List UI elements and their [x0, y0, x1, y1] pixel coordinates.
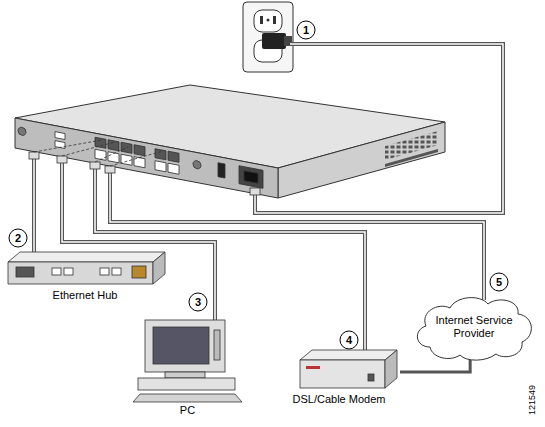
- pc-box: PC: [125, 316, 250, 417]
- cable-plug: [250, 188, 260, 195]
- dashed-guide: [34, 140, 163, 166]
- cable-core: [33, 158, 35, 252]
- node-label: PC: [125, 404, 250, 417]
- callout-circle: [189, 293, 207, 311]
- callout-circle: [490, 273, 508, 291]
- router: [15, 118, 278, 198]
- ethernet-hub: [100, 268, 109, 275]
- pc: [133, 394, 242, 402]
- dsl-cable-modem: [300, 350, 397, 360]
- router-front-panel: [95, 149, 106, 160]
- router-front-panel: [121, 154, 132, 165]
- wall-outlet: [243, 2, 293, 72]
- hub-box: Ethernet Hub: [5, 250, 165, 302]
- dsl-cable-modem: [300, 360, 385, 388]
- router: [278, 122, 445, 198]
- ethernet-hub: [64, 268, 73, 275]
- ethernet-hub: [153, 252, 165, 284]
- pc: [165, 372, 205, 378]
- node-label: Internet Service Provider: [431, 314, 517, 340]
- pc: [153, 327, 209, 364]
- ethernet-hub: [132, 266, 146, 278]
- dashed-guide: [34, 140, 102, 152]
- router-front-panel: [193, 160, 201, 170]
- callout-number: 2: [15, 232, 21, 244]
- router-front-panel: [168, 163, 179, 174]
- cable-core: [34, 44, 503, 352]
- node-label: Ethernet Hub: [5, 289, 165, 302]
- ethernet-hub: [8, 252, 165, 262]
- wall-outlet: [260, 16, 263, 24]
- ethernet-hub: [8, 262, 153, 284]
- wall-outlet: [273, 16, 276, 24]
- router-front-panel: [239, 166, 263, 189]
- pc: [145, 320, 225, 372]
- callout-number: 5: [496, 276, 502, 288]
- ethernet-hub: [16, 267, 34, 277]
- node-label: DSL/Cable Modem: [278, 393, 400, 406]
- cable: [32, 158, 36, 252]
- router-front-panel: [18, 123, 263, 191]
- cable: [34, 44, 503, 352]
- dsl-cable-modem: [368, 374, 374, 381]
- pc: [133, 320, 242, 402]
- coax-cable: [400, 360, 470, 372]
- callout-circle: [9, 229, 27, 247]
- router: [385, 131, 438, 160]
- pc: [214, 330, 220, 360]
- router: [15, 85, 445, 198]
- router-front-panel: [244, 171, 258, 184]
- wall-outlet: [254, 10, 282, 32]
- callout-circle: [340, 331, 358, 349]
- router-front-panel: [18, 127, 26, 137]
- cable-plug: [90, 162, 100, 169]
- router-front-panel: [155, 161, 166, 172]
- router-front-panel: [108, 140, 119, 151]
- router-front-panel: [55, 132, 65, 140]
- dsl-cable-modem: [385, 350, 397, 388]
- router-front-panel: [218, 163, 225, 178]
- cable-plug: [29, 152, 39, 159]
- wall-outlet: [243, 2, 293, 72]
- callout-number: 1: [303, 24, 309, 36]
- callout-number: 3: [195, 296, 201, 308]
- callout-number: 4: [346, 334, 352, 346]
- pc: [138, 378, 235, 390]
- modem-box: DSL/Cable Modem: [278, 348, 400, 406]
- figure-number: 121549: [527, 385, 537, 415]
- dsl-cable-modem: [306, 366, 320, 369]
- router: [385, 149, 438, 167]
- wall-outlet: [267, 19, 270, 22]
- router-front-panel: [134, 145, 145, 156]
- cable-plug: [29, 152, 260, 195]
- cable-plug: [105, 166, 115, 173]
- cable-plug: [57, 156, 67, 163]
- wall-outlet: [262, 33, 286, 49]
- dashed-guide: [95, 147, 128, 162]
- dsl-cable-modem: [300, 350, 397, 388]
- ethernet-hub: [52, 268, 61, 275]
- router-front-panel: [155, 149, 166, 160]
- dashed-guide: [62, 142, 115, 156]
- ethernet-hub: [8, 252, 165, 284]
- router-front-panel: [168, 151, 179, 162]
- dashed-guide: [110, 151, 163, 166]
- cloud-shape: Internet Service Provider: [410, 292, 538, 362]
- cloud-outline: [417, 298, 531, 361]
- router-front-panel: [121, 142, 132, 153]
- ethernet-hub: [112, 268, 121, 275]
- callout-circle: [297, 21, 315, 39]
